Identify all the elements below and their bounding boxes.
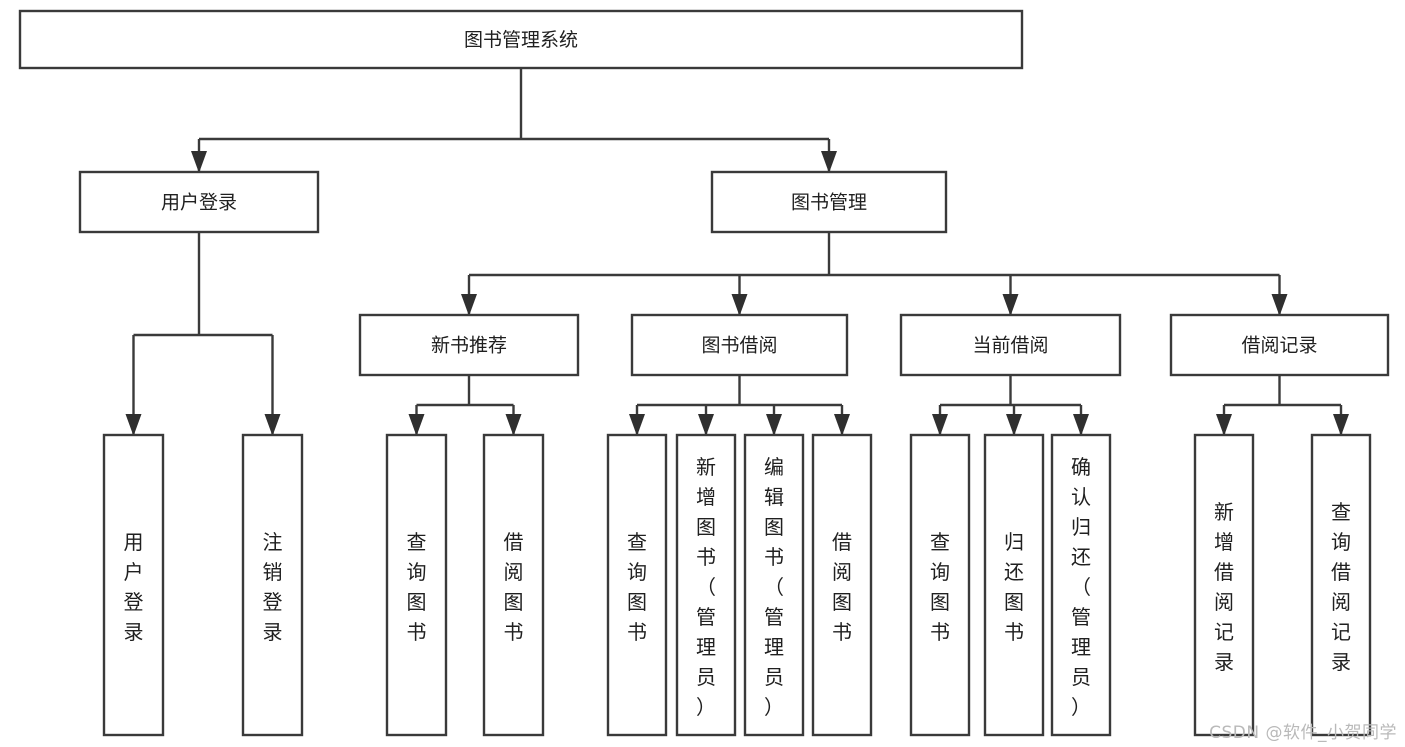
node-leaf-edit-book[interactable]: 编辑图书（管理员）: [743, 433, 805, 737]
node-leaf-query-book-cb[interactable]: 查询图书: [909, 433, 971, 737]
node-leaf-confirm-return[interactable]: 确认归还（管理员）: [1050, 433, 1112, 737]
arrow-head-icon-leaf-query-book-cb: [932, 414, 948, 436]
node-borrow-record[interactable]: 借阅记录: [1169, 313, 1390, 377]
arrow-head-icon-leaf-add-record: [1216, 414, 1232, 436]
node-leaf-query-book-rec[interactable]: 查询图书: [385, 433, 448, 737]
node-layer: 图书管理系统用户登录图书管理新书推荐图书借阅当前借阅借阅记录用户登录注销登录查询…: [18, 9, 1390, 737]
node-leaf-borrow-book-bb[interactable]: 借阅图书: [811, 433, 873, 737]
arrow-head-icon-book-borrow: [731, 294, 748, 316]
arrow-head-icon-leaf-query-record: [1333, 414, 1349, 436]
arrow-head-icon-new-book-rec: [461, 294, 477, 316]
node-user-login[interactable]: 用户登录: [78, 170, 320, 234]
arrow-head-icon-book-manage: [821, 151, 837, 173]
node-label-current-borrow: 当前借阅: [972, 335, 1048, 357]
node-current-borrow[interactable]: 当前借阅: [899, 313, 1122, 377]
node-box-book-manage[interactable]: [710, 170, 948, 234]
node-label-book-manage: 图书管理: [791, 192, 867, 214]
node-box-book-borrow[interactable]: [630, 313, 849, 377]
node-label-leaf-add-record: 新增借阅记录: [1214, 500, 1234, 674]
node-box-leaf-logout[interactable]: [241, 433, 304, 737]
node-label-leaf-confirm-return: 确认归还（管理员）: [1071, 455, 1091, 719]
arrow-head-icon-leaf-query-book-rec: [408, 414, 425, 436]
node-leaf-query-book-bb[interactable]: 查询图书: [606, 433, 668, 737]
node-label-leaf-query-book-rec: 查询图书: [407, 530, 427, 644]
node-new-book-rec[interactable]: 新书推荐: [358, 313, 580, 377]
node-label-leaf-borrow-book-bb: 借阅图书: [832, 530, 852, 644]
node-book-borrow[interactable]: 图书借阅: [630, 313, 849, 377]
node-label-leaf-query-record: 查询借阅记录: [1331, 500, 1351, 674]
node-label-leaf-return-book: 归还图书: [1004, 530, 1024, 644]
node-label-new-book-rec: 新书推荐: [431, 335, 507, 357]
node-box-root[interactable]: [18, 9, 1024, 70]
arrow-head-icon-leaf-logout: [264, 414, 281, 436]
node-box-borrow-record[interactable]: [1169, 313, 1390, 377]
node-box-leaf-query-record[interactable]: [1310, 433, 1372, 737]
node-box-leaf-borrow-book-rec[interactable]: [482, 433, 545, 737]
arrow-head-icon-borrow-record: [1271, 294, 1288, 316]
node-leaf-return-book[interactable]: 归还图书: [983, 433, 1045, 737]
arrow-head-icon-leaf-borrow-book-rec: [505, 414, 522, 436]
node-leaf-borrow-book-rec[interactable]: 借阅图书: [482, 433, 545, 737]
arrow-head-icon-user-login: [191, 151, 207, 173]
node-box-leaf-user-login[interactable]: [102, 433, 165, 737]
node-label-leaf-borrow-book-rec: 借阅图书: [504, 530, 524, 644]
node-box-leaf-query-book-cb[interactable]: [909, 433, 971, 737]
node-label-leaf-query-book-cb: 查询图书: [930, 530, 950, 644]
node-label-borrow-record: 借阅记录: [1241, 335, 1317, 357]
arrow-head-icon-leaf-return-book: [1006, 414, 1022, 436]
node-leaf-query-record[interactable]: 查询借阅记录: [1310, 433, 1372, 737]
node-box-leaf-return-book[interactable]: [983, 433, 1045, 737]
node-label-leaf-logout: 注销登录: [263, 530, 283, 644]
node-leaf-user-login[interactable]: 用户登录: [102, 433, 165, 737]
node-leaf-add-book[interactable]: 新增图书（管理员）: [675, 433, 737, 737]
node-box-leaf-add-book[interactable]: [675, 433, 737, 737]
node-box-leaf-query-book-bb[interactable]: [606, 433, 668, 737]
arrow-head-icon-leaf-borrow-book-bb: [834, 414, 850, 436]
node-label-user-login: 用户登录: [161, 192, 237, 214]
arrow-head-icon-current-borrow: [1002, 294, 1019, 316]
node-label-book-borrow: 图书借阅: [701, 335, 777, 357]
node-leaf-logout[interactable]: 注销登录: [241, 433, 304, 737]
node-box-current-borrow[interactable]: [899, 313, 1122, 377]
arrow-head-icon-leaf-add-book: [698, 414, 714, 436]
node-label-leaf-edit-book: 编辑图书（管理员）: [764, 455, 784, 719]
node-box-user-login[interactable]: [78, 170, 320, 234]
node-label-leaf-query-book-bb: 查询图书: [627, 530, 647, 644]
node-box-leaf-confirm-return[interactable]: [1050, 433, 1112, 737]
node-label-leaf-add-book: 新增图书（管理员）: [696, 455, 716, 719]
arrow-head-icon-leaf-user-login: [125, 414, 142, 436]
node-book-manage[interactable]: 图书管理: [710, 170, 948, 234]
connector-layer: [125, 68, 1349, 436]
node-label-leaf-user-login: 用户登录: [124, 530, 144, 644]
node-leaf-add-record[interactable]: 新增借阅记录: [1193, 433, 1255, 737]
arrow-head-icon-leaf-query-book-bb: [629, 414, 645, 436]
node-box-new-book-rec[interactable]: [358, 313, 580, 377]
node-box-leaf-add-record[interactable]: [1193, 433, 1255, 737]
node-box-leaf-borrow-book-bb[interactable]: [811, 433, 873, 737]
node-box-leaf-query-book-rec[interactable]: [385, 433, 448, 737]
arrow-head-icon-leaf-confirm-return: [1073, 414, 1089, 436]
node-box-leaf-edit-book[interactable]: [743, 433, 805, 737]
arrow-head-icon-leaf-edit-book: [766, 414, 782, 436]
node-root[interactable]: 图书管理系统: [18, 9, 1024, 70]
node-label-root: 图书管理系统: [464, 29, 578, 51]
